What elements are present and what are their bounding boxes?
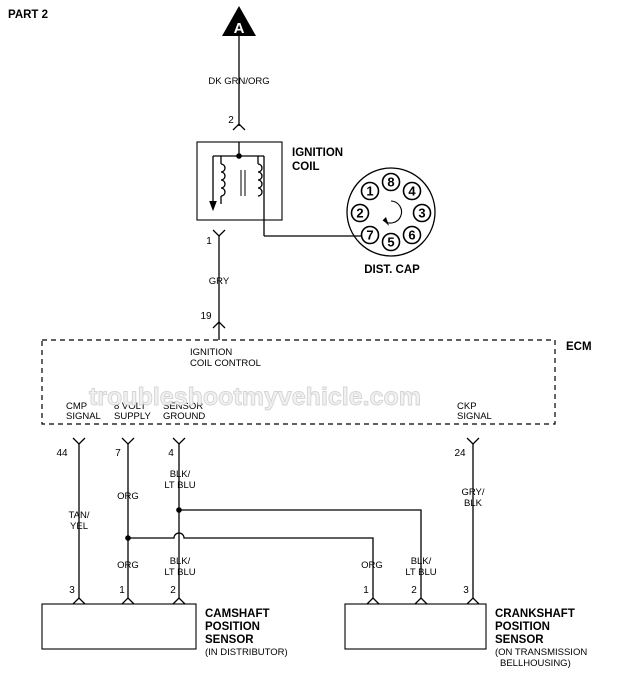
dist-cap-label: DIST. CAP (364, 264, 420, 276)
dist-terminal-2: 2 (356, 206, 363, 221)
pin-cam-2: 2 (170, 585, 176, 596)
wire-label-tan-yel-1: TAN/ (69, 510, 90, 521)
pin-ecm-4: 4 (168, 448, 174, 459)
dist-terminal-ring (381, 172, 401, 192)
camshaft-title-1: CAMSHAFT (205, 608, 270, 620)
pin-ecm-19: 19 (200, 311, 212, 322)
dist-terminal-3: 3 (418, 206, 425, 221)
camshaft-sensor-box (41, 603, 197, 650)
terminal-cam-2 (172, 597, 186, 605)
dist-terminal-ring (360, 225, 380, 245)
wire-label-ground-mid-1: BLK/ (170, 556, 191, 567)
dist-terminal-1: 1 (366, 184, 373, 199)
dist-terminal-6: 6 (408, 228, 415, 243)
pin-coil-out: 1 (206, 236, 212, 247)
crankshaft-title-1: CRANKSHAFT (495, 608, 575, 620)
terminal-coil-in (232, 123, 246, 131)
wire-label-gry-blk-1: GRY/ (461, 487, 484, 498)
crankshaft-note-1: (ON TRANSMISSION (495, 647, 587, 658)
page-label: PART 2 (8, 9, 48, 21)
ecm-box (41, 339, 556, 425)
ignition-coil-windings (209, 142, 368, 237)
watermark: troubleshootmyvehicle.com (89, 383, 421, 411)
pin-cam-1: 1 (119, 585, 125, 596)
terminal-crank-1 (366, 597, 380, 605)
pin-cam-3: 3 (69, 585, 75, 596)
wire-org-crank (128, 532, 374, 598)
terminal-cam-3 (72, 597, 86, 605)
dist-terminal-ring (360, 181, 380, 201)
wire-label-ground-crank-2: LT BLU (405, 567, 436, 578)
pin-coil-in: 2 (228, 115, 234, 126)
pin-crank-1: 1 (363, 585, 369, 596)
ecm-ckp-signal-2: SIGNAL (457, 411, 492, 422)
terminal-ecm-7 (121, 437, 135, 445)
ecm-volt-supply-2: SUPPLY (114, 411, 151, 422)
terminal-crank-3 (466, 597, 480, 605)
dist-terminal-ring (412, 203, 432, 223)
terminal-ecm-44 (72, 437, 86, 445)
crankshaft-note-2: BELLHOUSING) (500, 658, 571, 669)
ecm-volt-supply-1: 8 VOLT (114, 401, 146, 412)
ecm-cmp-signal-1: CMP (66, 401, 87, 412)
dist-terminal-8: 8 (387, 175, 394, 190)
wire-label-ground-top-1: BLK/ (170, 469, 191, 480)
terminal-crank-2 (414, 597, 428, 605)
pin-ecm-24: 24 (454, 448, 466, 459)
ecm-cmp-signal-2: SIGNAL (66, 411, 101, 422)
ignition-coil-label-1: IGNITION (292, 147, 343, 159)
ecm-sensor-ground-2: GROUND (163, 411, 205, 422)
pin-ecm-7: 7 (115, 448, 121, 459)
dist-terminal-ring (402, 225, 422, 245)
ecm-coil-control-1: IGNITION (190, 347, 232, 358)
camshaft-note: (IN DISTRIBUTOR) (205, 647, 288, 658)
camshaft-title-2: POSITION (205, 621, 260, 633)
ecm-sensor-ground-1: SENSOR (163, 401, 203, 412)
ecm-label: ECM (566, 341, 592, 353)
wire-label-dk-grn-org: DK GRN/ORG (208, 76, 269, 87)
wire-label-gry-blk-2: BLK (464, 498, 483, 509)
dist-terminal-7: 7 (366, 228, 373, 243)
dist-terminal-ring (381, 232, 401, 252)
terminal-cam-1 (121, 597, 135, 605)
dist-terminal-5: 5 (387, 235, 394, 250)
crankshaft-title-2: POSITION (495, 621, 550, 633)
crankshaft-title-3: SENSOR (495, 634, 544, 646)
crankshaft-sensor-box (344, 603, 487, 650)
wire-label-tan-yel-2: YEL (70, 521, 88, 532)
pin-ecm-44: 44 (56, 448, 68, 459)
ecm-ckp-signal-1: CKP (457, 401, 477, 412)
wire-label-org-crank: ORG (361, 560, 383, 571)
terminal-ecm-24 (466, 437, 480, 445)
wire-label-org-bottom: ORG (117, 560, 139, 571)
wire-label-ground-crank-1: BLK/ (411, 556, 432, 567)
wire-ground-crank (179, 509, 422, 598)
dist-terminal-ring (402, 181, 422, 201)
pin-crank-3: 3 (463, 585, 469, 596)
dist-terminal-4: 4 (408, 184, 416, 199)
terminal-coil-out (212, 229, 226, 237)
dist-cap-outline (346, 167, 436, 257)
wire-label-org-top: ORG (117, 491, 139, 502)
ignition-coil-label-2: COIL (292, 161, 319, 173)
camshaft-title-3: SENSOR (205, 634, 254, 646)
wire-label-ground-mid-2: LT BLU (164, 567, 195, 578)
wire-label-ground-top-2: LT BLU (164, 480, 195, 491)
dist-cap-rotor (382, 200, 403, 226)
pin-crank-2: 2 (411, 585, 417, 596)
wire-label-gry: GRY (209, 276, 230, 287)
connector-a-triangle: A (222, 6, 256, 37)
ecm-coil-control-2: COIL CONTROL (190, 358, 261, 369)
terminal-ecm-4 (172, 437, 186, 445)
connector-letter: A (234, 20, 245, 37)
dist-terminal-ring (350, 203, 370, 223)
